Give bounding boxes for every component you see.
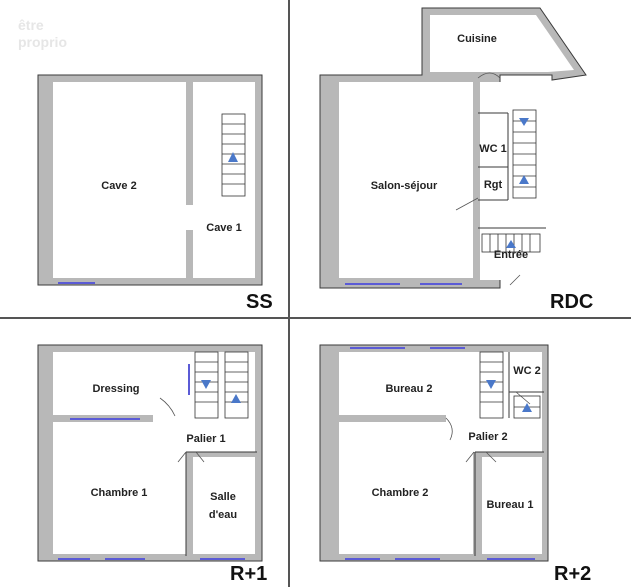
label-chambre1: Chambre 1 <box>91 487 148 499</box>
label-rgt: Rgt <box>484 179 503 191</box>
stair-arrow-up-icon <box>519 175 529 184</box>
level-name-ss: SS <box>246 291 273 313</box>
plan-rdc: Cuisine Salon-séjour WC 1 Rgt Entrée RDC <box>319 7 593 313</box>
label-dressing: Dressing <box>92 383 139 395</box>
label-salon: Salon-séjour <box>371 180 438 192</box>
stairs-ss <box>221 113 246 197</box>
level-name-r1: R+1 <box>230 563 267 585</box>
label-palier2: Palier 2 <box>468 431 507 443</box>
label-entree: Entrée <box>494 249 528 261</box>
stair-arrow-down-icon <box>201 380 211 389</box>
stairs-rdc <box>481 109 541 253</box>
label-bureau1: Bureau 1 <box>486 499 533 511</box>
stair-arrow-icon <box>228 152 238 162</box>
room-bureau1 <box>482 457 542 554</box>
room-entree <box>480 230 544 280</box>
label-chambre2: Chambre 2 <box>372 487 429 499</box>
room-rgt <box>480 170 506 198</box>
room-cuisine <box>430 15 574 72</box>
label-cuisine: Cuisine <box>457 33 497 45</box>
room-cave2 <box>53 82 186 278</box>
watermark-line2: proprio <box>18 34 67 50</box>
room-wc1 <box>480 115 506 165</box>
label-bureau2: Bureau 2 <box>385 383 432 395</box>
stair-arrow-up-icon <box>231 394 241 403</box>
room-salon <box>339 82 473 278</box>
level-name-r2: R+2 <box>554 563 591 585</box>
label-salle-line1: Salle <box>210 491 236 503</box>
label-wc1: WC 1 <box>479 143 507 155</box>
plan-r1: Dressing Palier 1 Chambre 1 Salle d'eau … <box>37 344 267 585</box>
stairs-r2 <box>479 351 541 419</box>
level-name-rdc: RDC <box>550 291 593 313</box>
plan-r2: Bureau 2 WC 2 Palier 2 Chambre 2 Bureau … <box>319 344 591 585</box>
label-palier1: Palier 1 <box>186 433 225 445</box>
stair-arrow-down-icon <box>519 118 529 126</box>
stair-arrow-up-icon <box>522 403 532 412</box>
label-wc2: WC 2 <box>513 365 541 377</box>
watermark-line1: être <box>18 17 44 33</box>
stairs-r1 <box>194 351 249 419</box>
label-cave1: Cave 1 <box>206 222 241 234</box>
label-cave2: Cave 2 <box>101 180 136 192</box>
entry-arrow-icon <box>506 240 516 248</box>
stair-arrow-down-icon <box>486 380 496 389</box>
label-salle-line2: d'eau <box>209 509 237 521</box>
room-salle <box>193 457 255 554</box>
plan-ss: Cave 2 Cave 1 SS <box>37 74 273 313</box>
room-cave1 <box>193 82 255 278</box>
